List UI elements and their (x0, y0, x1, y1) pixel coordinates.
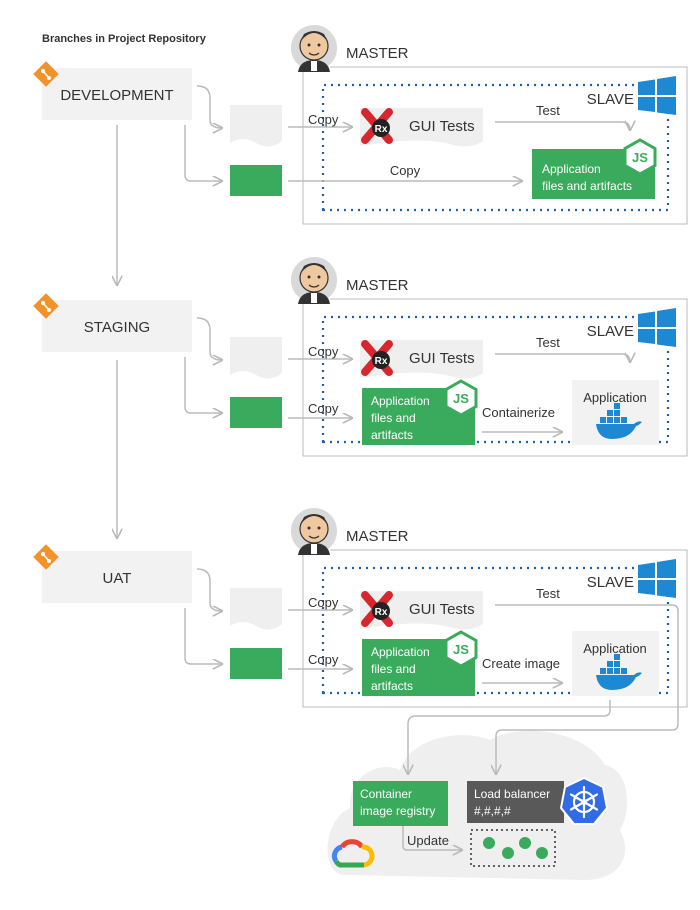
test-label: Test (536, 586, 560, 601)
copy-label: Copy (308, 595, 339, 610)
test-arrow (495, 354, 630, 362)
jenkins-icon (289, 23, 339, 73)
gui-tests-label: GUI Tests (409, 601, 475, 618)
uat-to-registry-arrow (408, 700, 611, 774)
test-to-lb-arrow (495, 604, 679, 774)
svg-text:JS: JS (632, 150, 648, 165)
svg-text:JS: JS (453, 391, 469, 406)
nodejs-icon: JS (623, 138, 657, 176)
nodejs-icon: JS (444, 630, 478, 668)
git-branch-icon (33, 544, 59, 570)
branch-label: UAT (103, 570, 132, 587)
copy-label: Copy (308, 344, 339, 359)
branch-box (42, 300, 192, 352)
lb-label-2: #,#,#,# (474, 804, 511, 818)
test-label: Test (536, 335, 560, 350)
master-label: MASTER (346, 528, 409, 545)
artifacts-label: files and artifacts (542, 179, 632, 193)
node-pod (536, 847, 548, 859)
copy-label: Copy (308, 652, 339, 667)
svg-text:Rx: Rx (375, 124, 388, 135)
artifacts-label: files and (371, 662, 416, 676)
gcp-cloud: Container image registry Load balancer #… (327, 604, 679, 880)
test-arrow (495, 122, 630, 130)
node-pod (519, 837, 531, 849)
container-registry-box (353, 781, 448, 826)
containerize-label: Containerize (482, 405, 555, 420)
jenkins-icon (289, 255, 339, 305)
branch-label: DEVELOPMENT (60, 87, 173, 104)
node-pod (502, 847, 514, 859)
ranorex-icon: Rx (361, 108, 393, 144)
application-label: Application (583, 641, 647, 656)
master-label: MASTER (346, 277, 409, 294)
artifacts-label: artifacts (371, 428, 413, 442)
test-artifact-doc (230, 588, 282, 630)
copy-label: Copy (308, 401, 339, 416)
containerize-label: Create image (482, 656, 560, 671)
windows-icon (638, 559, 676, 598)
google-cloud-icon (331, 839, 375, 868)
copy-label: Copy (390, 163, 421, 178)
registry-label-1: Container (360, 787, 412, 801)
branch-box (42, 68, 192, 120)
copy-label: Copy (308, 112, 339, 127)
test-artifact-doc (230, 105, 282, 147)
artifacts-label: Application (371, 645, 430, 659)
ranorex-icon: Rx (361, 340, 393, 376)
master-node-box (302, 549, 688, 708)
gui-tests-label: GUI Tests (409, 350, 475, 367)
registry-label-2: image registry (360, 804, 435, 818)
test-label: Test (536, 103, 560, 118)
docker-icon (596, 654, 642, 690)
branch-to-package-arrow (184, 357, 222, 413)
svg-text:Rx: Rx (375, 356, 388, 367)
branch-to-package-arrow (184, 125, 222, 181)
artifacts-label: artifacts (371, 679, 413, 693)
branch-label: STAGING (84, 319, 150, 336)
branch-to-package-arrow (184, 608, 222, 664)
jenkins-icon (289, 506, 339, 556)
master-node-box (302, 66, 688, 225)
docker-icon (596, 403, 642, 439)
lb-label-1: Load balancer (474, 787, 550, 801)
master-label: MASTER (346, 45, 409, 62)
windows-icon (638, 76, 676, 115)
diagram-heading: Branches in Project Repository (42, 33, 206, 45)
artifacts-label: Application (371, 394, 430, 408)
build-package-box (230, 165, 282, 196)
master-node-box (302, 298, 688, 457)
build-package-box (230, 648, 282, 679)
kubernetes-icon (559, 776, 609, 825)
git-branch-icon (33, 61, 59, 87)
slave-label: SLAVE (587, 574, 634, 591)
slave-label: SLAVE (587, 323, 634, 340)
branch-box (42, 551, 192, 603)
ranorex-icon: Rx (361, 591, 393, 627)
svg-text:Rx: Rx (375, 607, 388, 618)
svg-text:JS: JS (453, 642, 469, 657)
nodejs-icon: JS (444, 379, 478, 417)
gui-tests-label: GUI Tests (409, 118, 475, 135)
build-package-box (230, 397, 282, 428)
load-balancer-box (467, 781, 564, 823)
application-label: Application (583, 390, 647, 405)
update-label: Update (407, 833, 449, 848)
branch-to-doc-arrow (196, 317, 222, 360)
windows-icon (638, 308, 676, 347)
artifacts-label: Application (542, 162, 601, 176)
node-pod (483, 837, 495, 849)
slave-label: SLAVE (587, 91, 634, 108)
update-arrow (402, 826, 462, 850)
branch-to-doc-arrow (196, 568, 222, 611)
artifacts-label: files and (371, 411, 416, 425)
node-pool (470, 829, 556, 867)
test-artifact-doc (230, 337, 282, 379)
branch-to-doc-arrow (196, 85, 222, 128)
git-branch-icon (33, 293, 59, 319)
